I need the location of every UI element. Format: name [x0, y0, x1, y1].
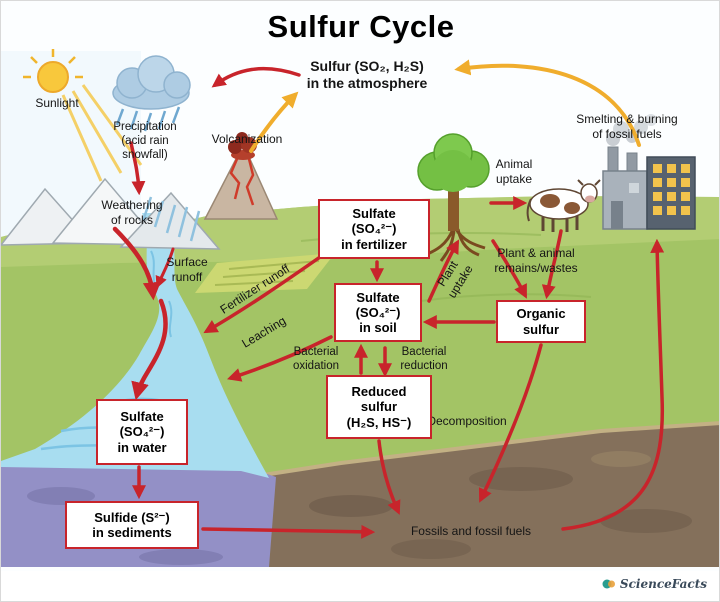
- tree-icon: [417, 133, 490, 262]
- label-bacterial-reduction: Bacterial reduction: [400, 346, 448, 373]
- field: [195, 253, 335, 293]
- rain: [115, 106, 181, 132]
- label-sunlight: Sunlight: [35, 96, 79, 110]
- arrow-leaching: [227, 335, 333, 382]
- arrow-fertilizer-runoff: [203, 253, 325, 334]
- label-bacterial-oxidation: Bacterial oxidation: [292, 346, 340, 373]
- arrow-plant-remains: [491, 239, 527, 299]
- arrow-weathering-to-river: [112, 226, 161, 301]
- sun-icon: [23, 49, 143, 182]
- sciencefacts-logo-icon: [602, 579, 615, 589]
- rain-cloud-icon: [112, 55, 191, 132]
- sciencefacts-logo: ScienceFacts: [602, 577, 707, 591]
- arrow-river-to-water: [131, 298, 168, 401]
- red-arrows: [112, 66, 665, 539]
- arrow-precipitation-to-weathering: [129, 141, 146, 196]
- page-title: Sulfur Cycle: [267, 9, 455, 44]
- acid-rain: [141, 196, 201, 242]
- arrow-surface-runoff: [155, 247, 175, 289]
- label-atmosphere: Sulfur (SO₂, H₂S) in the atmosphere: [306, 58, 428, 92]
- arrow-fossils-to-factory: [561, 238, 665, 531]
- arrow-smelting-to-atmosphere: [454, 59, 641, 147]
- arrow-plant-uptake: [427, 239, 460, 303]
- arrow-decomposition: [478, 343, 543, 503]
- label-animal-uptake: Animal uptake: [495, 157, 533, 186]
- yellow-arrows: [249, 59, 641, 153]
- arrow-sediments-to-fossils: [201, 524, 376, 539]
- label-surface-runoff: Surface runoff: [166, 255, 208, 284]
- arrow-atmosphere-to-precipitation: [211, 66, 301, 88]
- box-sulfide-sediments: Sulfide (S²⁻) in sediments: [65, 501, 199, 549]
- box-reduced-sulfur: Reduced sulfur (H₂S, HS⁻): [326, 375, 432, 439]
- box-sulfate-water: Sulfate (SO₄²⁻) in water: [96, 399, 188, 465]
- factory-windows: [653, 164, 690, 215]
- arrow-volcano-to-atmosphere: [249, 91, 299, 153]
- factory-icon: [602, 114, 696, 230]
- box-sulfate-soil: Sulfate (SO₄²⁻) in soil: [334, 283, 422, 342]
- label-decomposition: Decomposition: [427, 414, 507, 428]
- cow-icon: [526, 179, 601, 232]
- sciencefacts-logo-text: ScienceFacts: [619, 577, 707, 591]
- label-fossils: Fossils and fossil fuels: [410, 524, 532, 538]
- label-volcanization: Volcanization: [211, 132, 283, 146]
- label-precipitation: Precipitation (acid rain snowfall): [113, 121, 177, 162]
- box-organic-sulfur: Organic sulfur: [496, 300, 586, 343]
- arrow-animal-wastes: [541, 229, 563, 300]
- arrow-reduced-to-fossils: [377, 439, 401, 515]
- box-sulfate-fertilizer: Sulfate (SO₄²⁻) in fertilizer: [318, 199, 430, 259]
- label-weathering: Weathering of rocks: [101, 198, 163, 227]
- label-plant-animal-remains: Plant & animal remains/wastes: [494, 246, 578, 275]
- label-smelting: Smelting & burning of fossil fuels: [576, 112, 678, 141]
